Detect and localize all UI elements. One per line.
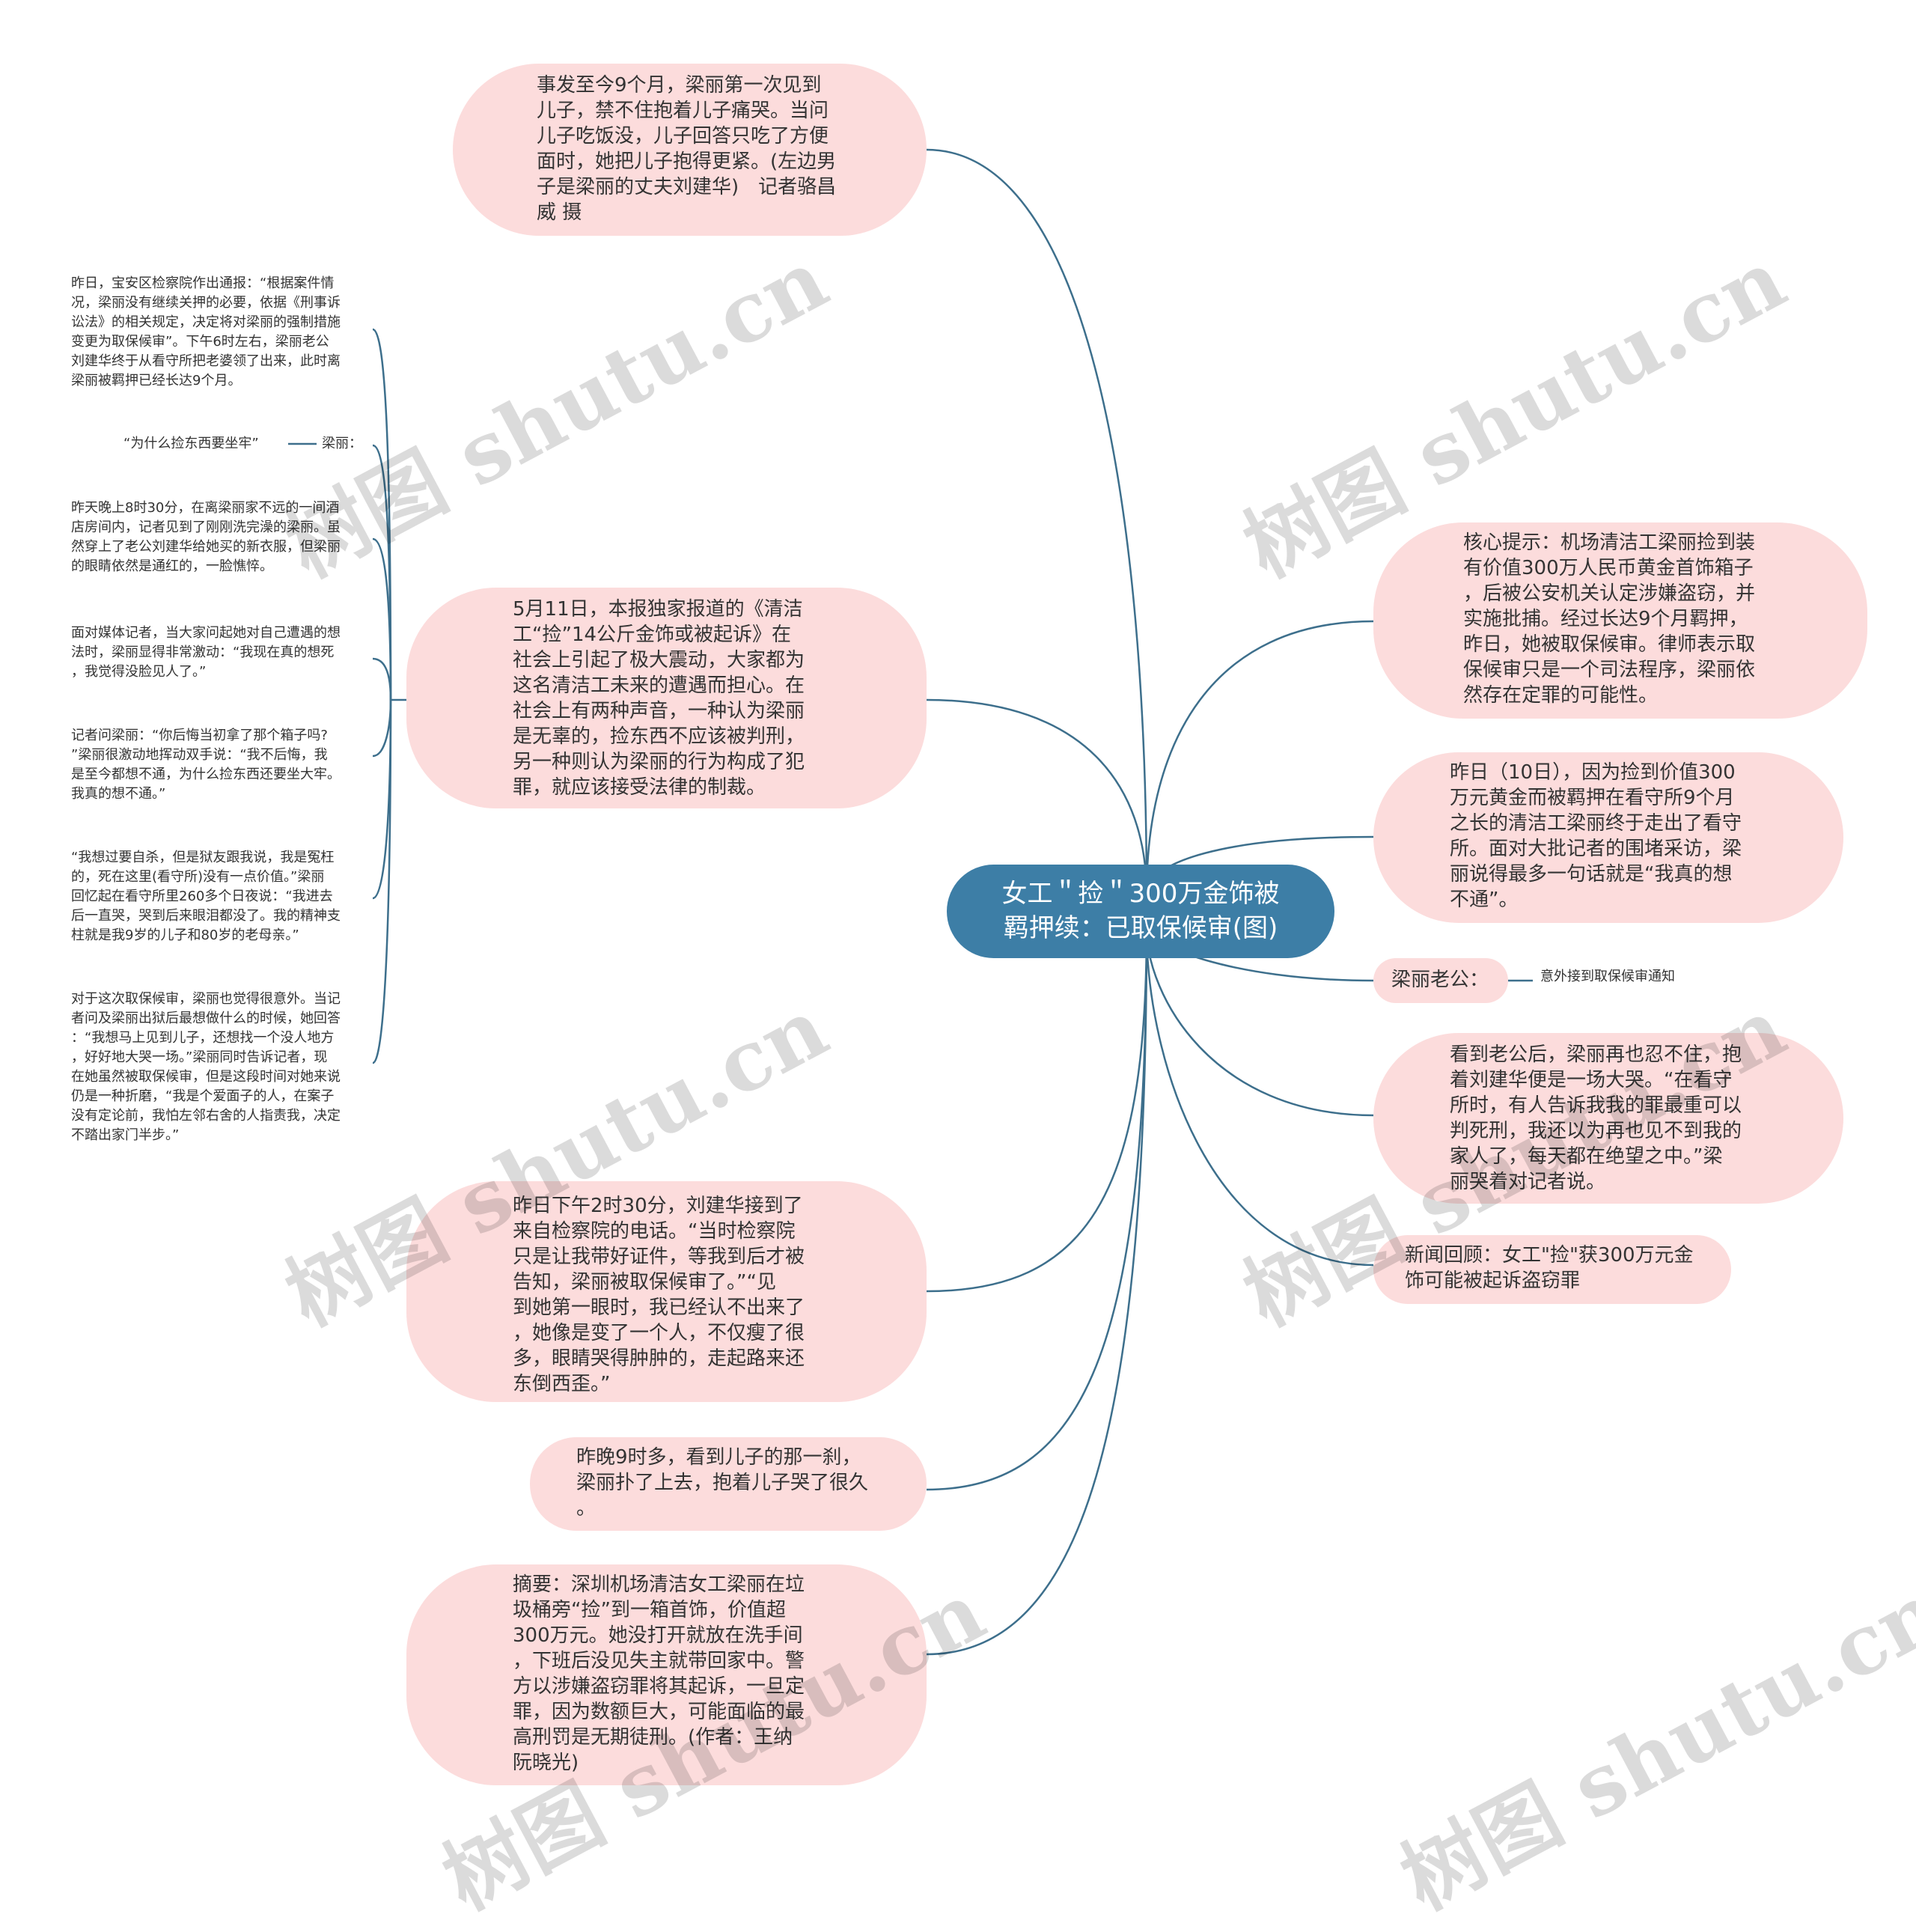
- root-node[interactable]: 女工＂捡＂300万金饰被 羁押续：已取保候审(图): [947, 865, 1334, 958]
- leaf-f5[interactable]: 记者问梁丽：“你后悔当初拿了那个箱子吗? ”梁丽很激动地挥动双手说：“我不后悔，…: [71, 728, 341, 802]
- node-l5[interactable]: 摘要：深圳机场清洁女工梁丽在垃 圾桶旁“捡”到一箱首饰，价值超 300万元。她没…: [406, 1564, 927, 1785]
- link-root-l3: [926, 927, 1148, 1293]
- link-root-r4: [1145, 927, 1374, 1117]
- link-root-l5: [926, 927, 1148, 1656]
- link-leaf-f7: [372, 699, 392, 1064]
- node-r2[interactable]: 昨日（10日），因为捡到价值300 万元黄金而被羁押在看守所9个月 之长的清洁工…: [1373, 752, 1843, 923]
- leaf-f7[interactable]: 对于这次取保候审，梁丽也觉得很意外。当记 者问及梁丽出狱后最想做什么的时候，她回…: [71, 991, 341, 1143]
- leaf-r3-child[interactable]: 意外接到取保候审通知: [1540, 969, 1675, 984]
- link-root-r1: [1145, 620, 1374, 895]
- node-l2[interactable]: 5月11日，本报独家报道的《清洁 工“捡”14公斤金饰或被起诉》在 社会上引起了…: [406, 588, 927, 808]
- link-leaf-f3: [372, 537, 392, 701]
- node-r5[interactable]: 新闻回顾：女工"捡"获300万元金 饰可能被起诉盗窃罪: [1373, 1235, 1731, 1304]
- leaf-f2-parent[interactable]: 梁丽：: [322, 436, 362, 451]
- node-l1[interactable]: 事发至今9个月，梁丽第一次见到 儿子，禁不住抱着儿子痛哭。当问 儿子吃饭没，儿子…: [453, 64, 927, 236]
- leaf-f2[interactable]: “为什么捡东西要坐牢”: [123, 436, 259, 451]
- leaf-f3[interactable]: 昨天晚上8时30分，在离梁丽家不远的一间酒 店房间内，记者见到了刚刚洗完澡的梁丽…: [71, 500, 341, 574]
- link-leaf-f4: [372, 657, 392, 701]
- node-r3[interactable]: 梁丽老公：: [1373, 958, 1508, 1003]
- node-l3[interactable]: 昨日下午2时30分，刘建华接到了 来自检察院的电话。“当时检察院 只是让我带好证…: [406, 1181, 927, 1402]
- node-r4[interactable]: 看到老公后，梁丽再也忍不住，抱 着刘建华便是一场大哭。“在看守 所时，有人告诉我…: [1373, 1033, 1843, 1204]
- link-root-l1: [926, 148, 1148, 895]
- leaf-f6[interactable]: “我想过要自杀，但是狱友跟我说，我是冤枉 的，死在这里(看守所)没有一点价值。”…: [71, 850, 341, 943]
- link-root-l2: [926, 698, 1148, 895]
- leaf-f1[interactable]: 昨日，宝安区检察院作出通报：“根据案件情 况，梁丽没有继续关押的必要，依据《刑事…: [71, 275, 341, 388]
- node-l4[interactable]: 昨晚9时多，看到儿子的那一刹， 梁丽扑了上去，抱着儿子哭了很久 。: [530, 1437, 927, 1531]
- link-root-l4: [926, 927, 1148, 1491]
- leaf-f4[interactable]: 面对媒体记者，当大家问起她对自己遭遇的想 法时，梁丽显得非常激动：“我现在真的想…: [71, 625, 341, 680]
- connector-lines: [288, 148, 1533, 1656]
- link-root-r5: [1145, 927, 1374, 1267]
- node-r1[interactable]: 核心提示：机场清洁工梁丽捡到装 有价值300万人民币黄金首饰箱子 ，后被公安机关…: [1373, 522, 1867, 719]
